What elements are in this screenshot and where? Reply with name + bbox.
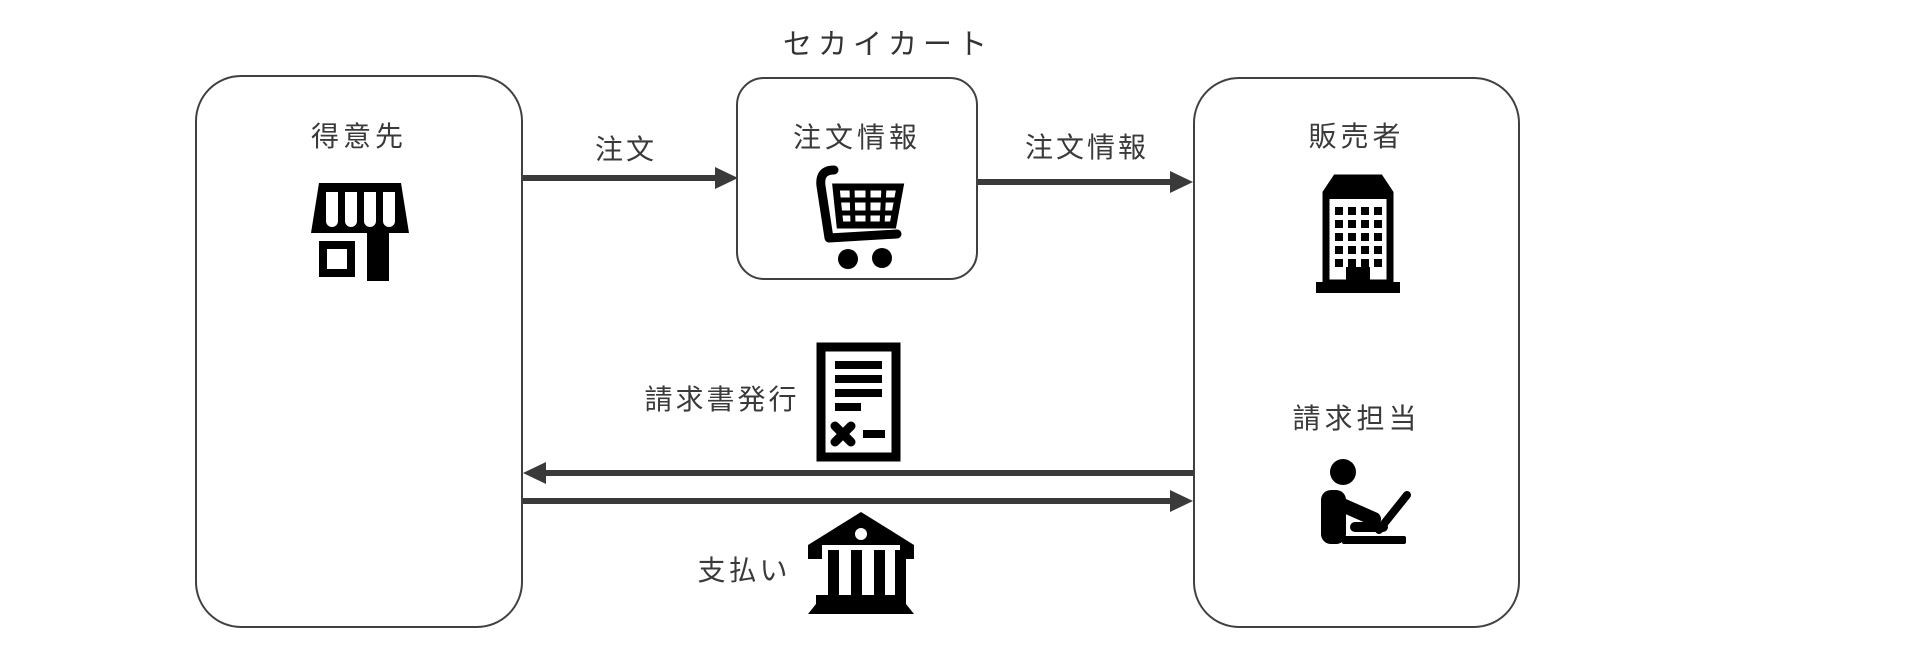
person-laptop-icon	[1321, 459, 1411, 544]
order-arrow-label: 注文	[594, 134, 658, 165]
node-order-info: 注文情報	[736, 77, 978, 280]
invoice-document-icon	[816, 342, 901, 462]
node-seller: 販売者 請求担当	[1193, 77, 1520, 628]
shopping-cart-icon	[816, 165, 905, 269]
order-arrowhead	[715, 167, 738, 189]
payment-arrow-label: 支払い	[697, 555, 791, 586]
storefront-icon	[311, 183, 409, 281]
node-customer-label: 得意先	[310, 121, 407, 152]
node-billing-staff-label: 請求担当	[1292, 403, 1421, 434]
diagram-title: セカイカート	[782, 29, 994, 61]
bank-icon	[808, 512, 914, 614]
node-customer: 得意先	[195, 75, 523, 628]
office-building-icon	[1316, 174, 1400, 293]
order-info-arrow-label: 注文情報	[1024, 132, 1150, 163]
payment-arrowhead	[1170, 490, 1193, 512]
invoice-arrowhead	[523, 462, 546, 484]
invoice-arrow-label: 請求書発行	[644, 384, 800, 415]
node-order-info-label: 注文情報	[792, 122, 921, 153]
order-info-arrowhead	[1170, 171, 1193, 193]
node-seller-label: 販売者	[1308, 121, 1405, 152]
